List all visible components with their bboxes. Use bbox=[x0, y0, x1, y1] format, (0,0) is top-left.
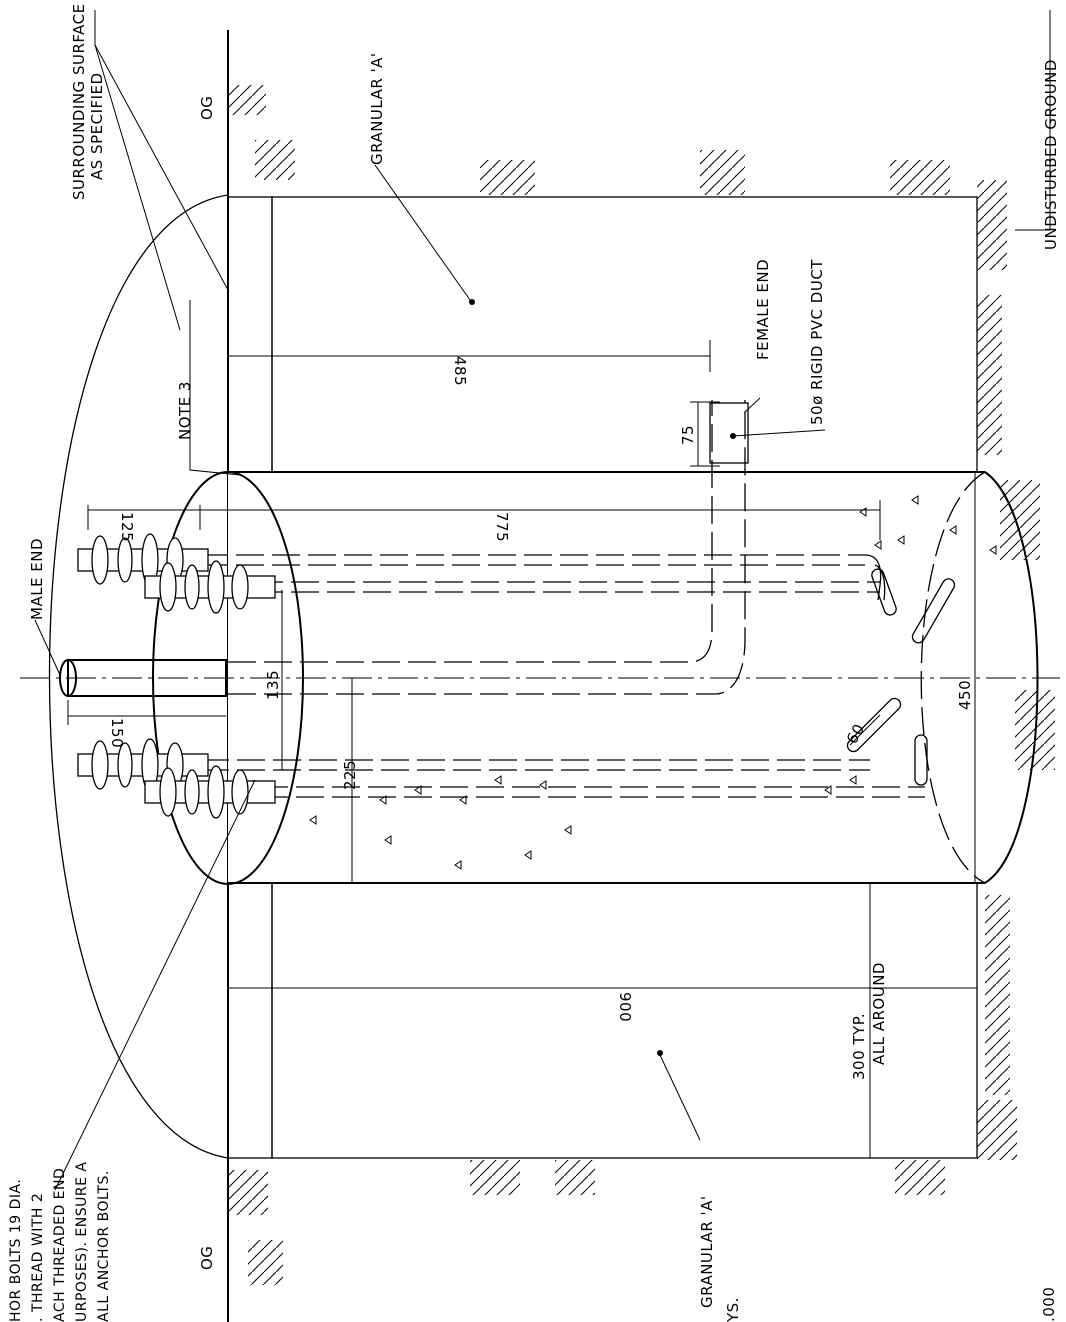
dim-900: 900 bbox=[616, 992, 634, 1022]
anchor-note-line-4: URPOSES). ENSURE A bbox=[74, 1162, 90, 1322]
concrete-aggregate-marks bbox=[309, 495, 997, 870]
dim-75: 75 bbox=[679, 425, 697, 445]
anchor-note-line-2: . THREAD WITH 2 bbox=[30, 1193, 46, 1322]
label-male-end: MALE END bbox=[28, 538, 46, 620]
dimension-lines bbox=[67, 340, 977, 1158]
label-surrounding-surface-2: AS SPECIFIED bbox=[88, 72, 106, 180]
pier-bottom-edge bbox=[984, 471, 1039, 884]
undisturbed-ground-hatching bbox=[228, 85, 1055, 1285]
anchor-note-line-1: HOR BOLTS 19 DIA. bbox=[8, 1179, 24, 1322]
female-end-box bbox=[709, 402, 749, 464]
label-og-bottom: OG bbox=[198, 1246, 216, 1270]
dim-135: 135 bbox=[264, 670, 282, 700]
male-end-stub bbox=[67, 659, 227, 697]
male-end-cap bbox=[59, 659, 77, 697]
granular-top-leader-dot bbox=[469, 299, 475, 305]
pier-body-fill bbox=[228, 472, 980, 883]
label-frag-ys: YS. bbox=[724, 1297, 742, 1322]
label-granular-a-top: GRANULAR 'A' bbox=[368, 52, 386, 165]
surface-strip-lower bbox=[227, 882, 273, 1159]
label-pvc-duct: 50ø RIGID PVC DUCT bbox=[808, 259, 826, 425]
label-frag-000: .000 bbox=[1040, 1287, 1058, 1322]
anchor-note-line-5: ALL ANCHOR BOLTS. bbox=[96, 1170, 112, 1322]
pier-bottom-hidden-edge bbox=[920, 471, 986, 884]
pvc-duct-hidden bbox=[228, 400, 746, 695]
label-note-3: NOTE 3 bbox=[176, 381, 194, 440]
label-surrounding-surface-1: SURROUNDING SURFACE bbox=[70, 3, 88, 200]
leader-lines bbox=[34, 10, 1051, 1191]
label-female-end: FEMALE END bbox=[754, 259, 772, 360]
dim-300-line-1: 300 TYP. bbox=[850, 1013, 868, 1080]
dim-125: 125 bbox=[118, 512, 136, 542]
dim-150: 150 bbox=[108, 718, 126, 748]
anchor-bolt-heads bbox=[77, 533, 276, 819]
dim-450: 450 bbox=[956, 680, 974, 710]
surface-strip-upper bbox=[227, 196, 273, 473]
dim-485: 485 bbox=[451, 356, 469, 386]
granular-bottom-leader-dot bbox=[657, 1050, 663, 1056]
label-undisturbed-ground: UNDISTURBED GROUND bbox=[1042, 59, 1060, 250]
dim-225: 225 bbox=[341, 760, 359, 790]
dim-300-line-2: ALL AROUND bbox=[870, 962, 888, 1065]
granular-fill-upper bbox=[271, 196, 978, 473]
anchor-bolt-hooks bbox=[846, 554, 956, 786]
surrounding-surface-area bbox=[48, 194, 229, 1159]
anchor-note-line-3: ACH THREADED END bbox=[52, 1168, 68, 1322]
label-granular-a-bottom: GRANULAR 'A' bbox=[698, 1195, 716, 1308]
label-og-top: OG bbox=[198, 96, 216, 120]
dim-775: 775 bbox=[493, 512, 511, 542]
